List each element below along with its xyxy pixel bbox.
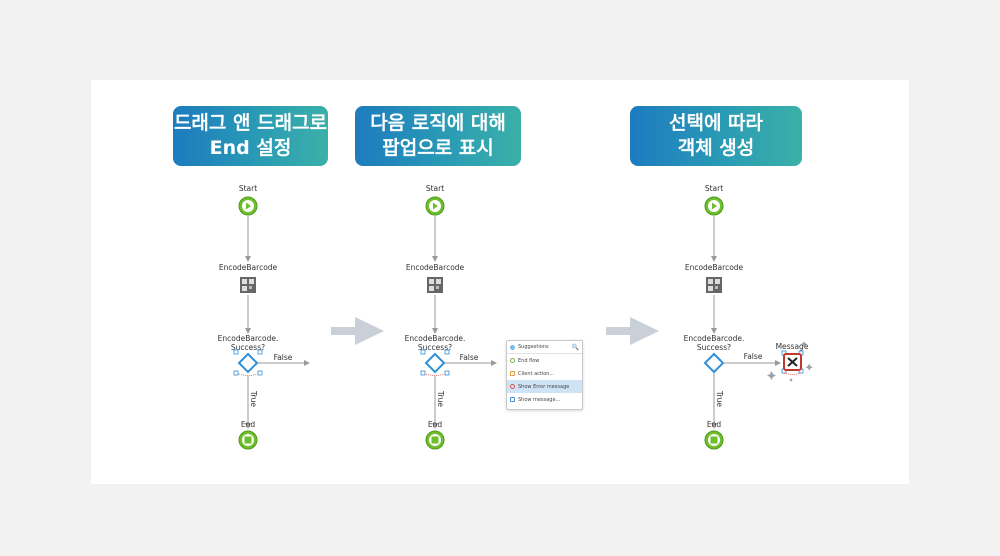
error-message-node[interactable]: [781, 350, 804, 375]
encode-barcode-node[interactable]: [706, 277, 722, 293]
message-label: Message: [776, 342, 809, 351]
false-label: False: [460, 353, 479, 362]
banner-popup: 다음 로직에 대해 팝업으로 표시: [355, 106, 521, 166]
start-node[interactable]: [704, 196, 724, 216]
flow-1: Start EncodeBarcode EncodeBarcode. Succe…: [218, 184, 310, 450]
suggestions-title: Suggestions: [518, 344, 549, 350]
suggestions-popup: Suggestions 🔍 End flow Client action... …: [506, 340, 583, 410]
condition-label-line-2: Success?: [418, 343, 452, 352]
true-label: True: [249, 390, 258, 407]
action-label: EncodeBarcode: [685, 263, 744, 272]
encode-barcode-node[interactable]: [240, 277, 256, 293]
menu-item-label: Show message...: [518, 396, 561, 403]
transition-arrow-1: [331, 317, 384, 345]
false-label: False: [744, 352, 763, 361]
condition-label-line-2: Success?: [697, 343, 731, 352]
end-label: End: [707, 420, 721, 429]
true-label: True: [715, 390, 724, 407]
end-node[interactable]: [238, 430, 258, 450]
banner-line-1: 선택에 따라: [668, 112, 763, 134]
decision-node[interactable]: [703, 352, 725, 374]
banner-create-object: 선택에 따라 객체 생성: [630, 106, 802, 166]
flow-3: Start EncodeBarcode EncodeBarcode. Succe…: [684, 184, 813, 450]
banner-line-1: 다음 로직에 대해: [370, 112, 506, 134]
suggestions-icon: [510, 344, 515, 350]
menu-item-label: Client action...: [518, 370, 555, 377]
condition-label-line-1: EncodeBarcode.: [405, 334, 466, 343]
end-label: End: [241, 420, 255, 429]
encode-barcode-node[interactable]: [427, 277, 443, 293]
transition-arrow-2: [606, 317, 659, 345]
end-node[interactable]: [425, 430, 445, 450]
start-label: Start: [239, 184, 257, 193]
condition-label-line-1: EncodeBarcode.: [218, 334, 279, 343]
action-label: EncodeBarcode: [406, 263, 465, 272]
banner-drag-end: 드래그 앤 드래그로 End 설정: [173, 106, 328, 166]
client-action-icon: [510, 371, 515, 376]
menu-item-client-action[interactable]: Client action...: [507, 367, 582, 380]
condition-label-line-1: EncodeBarcode.: [684, 334, 745, 343]
menu-item-end-flow[interactable]: End flow: [507, 354, 582, 367]
start-node[interactable]: [238, 196, 258, 216]
banner-line-2: End 설정: [209, 137, 292, 159]
start-label: Start: [426, 184, 444, 193]
decision-node[interactable]: [233, 349, 263, 376]
true-label: True: [436, 390, 445, 407]
end-flow-icon: [510, 358, 515, 363]
sparkle-icon: [767, 341, 813, 382]
end-label: End: [428, 420, 442, 429]
banner-line-2: 팝업으로 표시: [382, 137, 494, 159]
error-message-icon: [510, 384, 515, 389]
false-label: False: [274, 353, 293, 362]
end-node[interactable]: [704, 430, 724, 450]
banner-line-2: 객체 생성: [677, 137, 755, 159]
condition-label-line-2: Success?: [231, 343, 265, 352]
message-icon: [510, 397, 515, 402]
start-node[interactable]: [425, 196, 445, 216]
flow-2: Start EncodeBarcode EncodeBarcode. Succe…: [405, 184, 497, 450]
decision-node[interactable]: [420, 349, 450, 376]
menu-item-label: End flow: [518, 357, 540, 364]
menu-item-show-message[interactable]: Show message...: [507, 393, 582, 406]
banner-line-1: 드래그 앤 드래그로: [173, 112, 328, 134]
search-icon[interactable]: 🔍: [571, 343, 579, 351]
menu-item-label: Show Error message: [518, 383, 570, 390]
start-label: Start: [705, 184, 723, 193]
suggestions-header: Suggestions 🔍: [507, 341, 582, 354]
menu-item-show-error-message[interactable]: Show Error message: [507, 380, 582, 393]
action-label: EncodeBarcode: [219, 263, 278, 272]
